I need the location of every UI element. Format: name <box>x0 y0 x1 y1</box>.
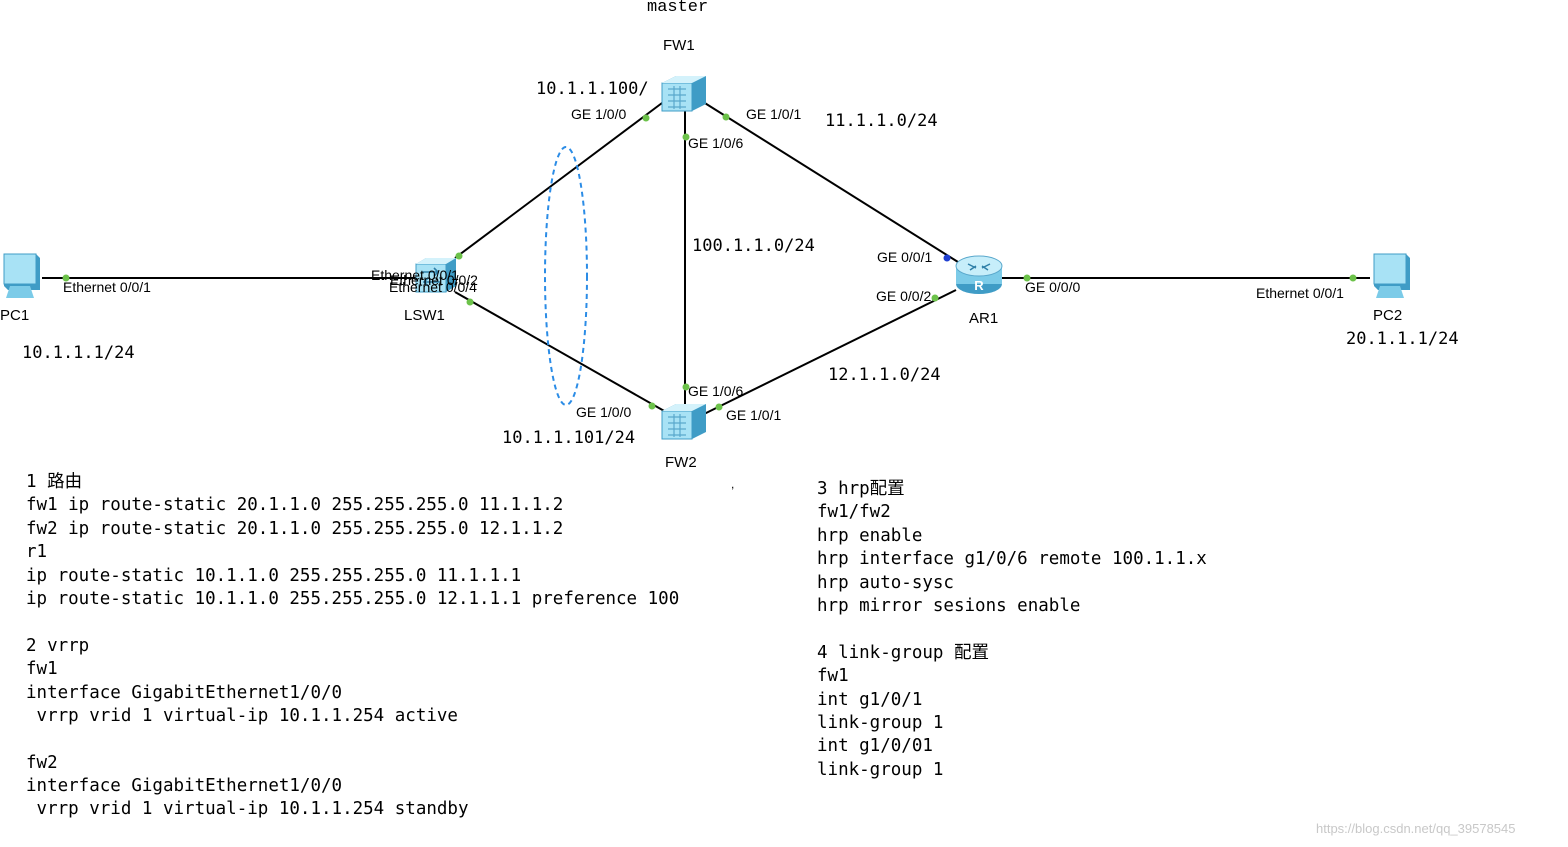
config-line: vrrp vrid 1 virtual-ip 10.1.1.254 standb… <box>26 799 469 820</box>
config-line <box>817 618 1207 641</box>
port-label-fw1-ge101: GE 1/0/1 <box>746 106 802 122</box>
config-line <box>26 611 679 634</box>
config-line: hrp enable <box>817 525 923 546</box>
network-label-100: 100.1.1.0/24 <box>692 236 815 256</box>
firewall-icon <box>661 404 706 440</box>
port-label-fw2-ge106: GE 1/0/6 <box>688 383 744 399</box>
config-line: fw1 ip route-static 20.1.1.0 255.255.255… <box>26 495 564 516</box>
router-icon: R <box>955 255 1003 294</box>
config-line: fw1 <box>817 666 849 687</box>
device-label-fw2: FW2 <box>665 454 697 471</box>
device-label-pc2: PC2 <box>1373 307 1403 324</box>
port-dot <box>682 383 690 391</box>
config-block-left: 1 路由 fw1 ip route-static 20.1.1.0 255.255… <box>26 471 679 822</box>
port-dots <box>62 113 1357 411</box>
config-line: 1 路由 <box>26 472 83 492</box>
pc-icon <box>1373 253 1410 298</box>
port-label-lsw1-e001: Ethernet 0/0/1 <box>371 267 459 283</box>
ha-ellipse <box>544 146 588 406</box>
link-lsw1-fw1 <box>454 99 667 259</box>
pc-icon <box>3 253 40 298</box>
config-line: interface GigabitEthernet1/0/0 <box>26 776 343 797</box>
config-line: hrp interface g1/0/6 remote 100.1.1.x <box>817 549 1207 570</box>
device-label-pc1: PC1 <box>0 307 30 324</box>
config-line: interface GigabitEthernet1/0/0 <box>26 682 343 703</box>
port-dot <box>648 402 656 410</box>
ip-label-pc1: 10.1.1.1/24 <box>22 343 135 363</box>
svg-text:R: R <box>974 278 984 293</box>
link-lsw1-fw2 <box>454 291 667 413</box>
device-label-fw1: FW1 <box>663 37 695 54</box>
config-line: hrp mirror sesions enable <box>817 595 1081 616</box>
config-line: link-group 1 <box>817 712 944 733</box>
port-dot <box>642 114 650 122</box>
links <box>42 99 1370 416</box>
port-dot-blue <box>943 254 951 262</box>
switch-icon <box>415 258 456 293</box>
port-label-fw2-ge101: GE 1/0/1 <box>726 407 782 423</box>
port-label-ar1-ge000: GE 0/0/0 <box>1025 279 1081 295</box>
ip-label-fw1: 10.1.1.100/ <box>536 79 649 99</box>
device-label-ar1: AR1 <box>969 310 999 327</box>
port-label-lsw1-e002: Ethernet 0/0/2 <box>390 272 478 288</box>
config-line: int g1/0/01 <box>817 736 933 757</box>
config-line: fw1/fw2 <box>817 502 891 523</box>
stray-mark: , <box>731 477 735 491</box>
port-label-lsw1-e004: Ethernet 0/0/4 <box>389 279 477 295</box>
config-line: ip route-static 10.1.1.0 255.255.255.0 1… <box>26 565 522 586</box>
port-dot <box>62 274 70 282</box>
port-label-fw2-ge100: GE 1/0/0 <box>576 404 632 420</box>
config-line <box>26 728 679 751</box>
link-fw1-ar1 <box>699 99 959 263</box>
firewall-icon <box>661 76 706 112</box>
config-line: 2 vrrp <box>26 635 90 656</box>
config-line: fw2 ip route-static 20.1.1.0 255.255.255… <box>26 518 564 539</box>
watermark: https://blog.csdn.net/qq_39578545 <box>1316 821 1516 836</box>
config-line: int g1/0/1 <box>817 689 923 710</box>
config-line: fw1 <box>26 659 58 680</box>
config-line: vrrp vrid 1 virtual-ip 10.1.1.254 active <box>26 705 458 726</box>
port-dot <box>682 133 690 141</box>
config-line: hrp auto-sysc <box>817 572 954 593</box>
network-label-11: 11.1.1.0/24 <box>825 111 938 131</box>
ip-label-pc2: 20.1.1.1/24 <box>1346 329 1459 349</box>
port-label-ar1-ge001: GE 0/0/1 <box>877 249 933 265</box>
port-dot <box>1349 274 1357 282</box>
master-label: master <box>647 0 709 17</box>
port-dot <box>466 298 474 306</box>
config-line: ip route-static 10.1.1.0 255.255.255.0 1… <box>26 588 680 609</box>
port-dot <box>1023 274 1031 282</box>
link-fw2-ar1 <box>701 289 957 416</box>
config-line: 3 hrp配置 <box>817 479 905 499</box>
port-label-pc2-eth: Ethernet 0/0/1 <box>1256 285 1344 301</box>
network-label-12: 12.1.1.0/24 <box>828 365 941 385</box>
config-line: fw2 <box>26 752 58 773</box>
config-line: 4 link-group 配置 <box>817 642 989 663</box>
device-label-lsw1: LSW1 <box>404 307 445 324</box>
ip-label-fw2: 10.1.1.101/24 <box>502 428 636 448</box>
port-dot <box>931 294 939 302</box>
port-label-fw1-ge100: GE 1/0/0 <box>571 106 627 122</box>
port-dot <box>722 113 730 121</box>
config-line: r1 <box>26 542 48 563</box>
port-label-pc1-eth: Ethernet 0/0/1 <box>63 279 151 295</box>
port-dot <box>455 252 463 260</box>
config-line: link-group 1 <box>817 759 944 780</box>
port-label-fw1-ge106: GE 1/0/6 <box>688 135 744 151</box>
port-label-ar1-ge002: GE 0/0/2 <box>876 288 932 304</box>
port-dot <box>715 403 723 411</box>
